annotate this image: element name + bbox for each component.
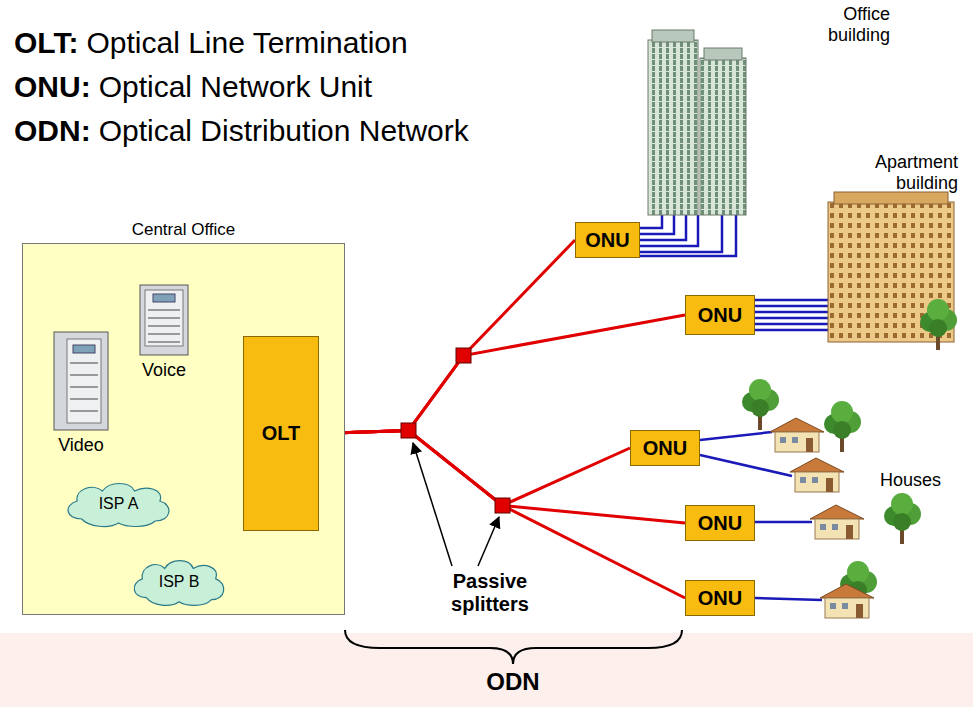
optical-unit-box: ONU — [685, 580, 755, 616]
server-slot — [148, 333, 180, 335]
optical-unit-box: ONU — [685, 295, 755, 335]
drop-wire — [640, 215, 722, 252]
brace-label: ODN — [463, 668, 563, 696]
server-slot — [70, 410, 98, 412]
drop-wire — [700, 432, 772, 440]
drop-wire — [755, 521, 812, 524]
fiber-line — [319, 315, 685, 434]
drop-wire — [755, 317, 828, 320]
node-label: ONU — [698, 512, 742, 535]
term-abbreviation: ODN: — [14, 114, 91, 149]
optical-unit-box: ONU — [575, 222, 640, 258]
optical-unit-box: OLT — [243, 336, 319, 531]
server-slot — [70, 374, 98, 376]
tree — [742, 379, 779, 430]
office-building-figure — [648, 30, 746, 215]
tree — [824, 401, 861, 452]
server-display — [153, 294, 175, 302]
fiber-line — [319, 431, 630, 506]
server-slot — [148, 325, 180, 327]
drop-wires — [640, 215, 828, 600]
server-slot — [148, 309, 180, 311]
server-front — [145, 290, 183, 346]
ground-band — [0, 633, 973, 707]
tree — [920, 299, 957, 350]
optical-unit-box: ONU — [630, 430, 700, 466]
server-case — [140, 285, 188, 355]
server-slot — [70, 398, 98, 400]
node-label: ISP B — [159, 573, 200, 591]
splitter — [401, 423, 416, 438]
tree — [884, 493, 921, 544]
node-label: ONU — [643, 437, 687, 460]
drop-wire — [755, 305, 828, 308]
drop-wire — [640, 215, 686, 240]
drop-wire — [640, 215, 674, 234]
tower — [700, 58, 746, 215]
drop-wire — [640, 215, 662, 228]
tower-top — [652, 30, 694, 42]
brace — [345, 630, 682, 664]
server-front — [67, 339, 101, 423]
house — [770, 418, 824, 452]
server-display — [73, 345, 95, 353]
apartment-roof — [834, 192, 948, 204]
drop-wire — [755, 329, 828, 332]
server-slot — [148, 317, 180, 319]
splitter — [456, 348, 471, 363]
node-label: ONU — [698, 587, 742, 610]
video-server: Video — [49, 331, 113, 456]
term-definition: Optical Line Termination — [86, 26, 407, 61]
node-label: Voice — [134, 360, 194, 381]
server-icon — [53, 331, 109, 431]
term-abbreviation: OLT: — [14, 26, 78, 61]
building-label: Office building — [800, 4, 890, 45]
callout-label: Passive splitters — [420, 570, 560, 616]
isp-cloud: ISP A — [61, 479, 176, 529]
drop-wire — [755, 311, 828, 314]
server-slot — [148, 341, 180, 343]
tower-top — [704, 48, 742, 60]
drop-wire — [640, 215, 698, 246]
node-label: OLT — [262, 422, 301, 445]
server-icon — [139, 284, 189, 356]
optical-unit-box: ONU — [685, 505, 755, 541]
fiber-line — [319, 240, 575, 434]
house — [810, 505, 864, 539]
term-definition: Optical Distribution Network — [99, 114, 469, 149]
houses-figure — [742, 379, 921, 618]
node-label: ISP A — [99, 495, 139, 513]
apartment-building-figure — [828, 192, 957, 350]
drop-wire — [755, 598, 822, 600]
drop-wire — [640, 215, 736, 256]
leader-arrow — [478, 517, 499, 566]
central-office-box: Central OfficeVoiceVideoISP AISP BOLT — [22, 243, 345, 615]
voice-server: Voice — [134, 284, 194, 381]
building-label: Apartment building — [858, 152, 958, 193]
node-label: ONU — [585, 229, 629, 252]
cloud-shape — [68, 484, 169, 527]
building-label: Houses — [880, 470, 941, 491]
server-slot — [70, 362, 98, 364]
box-heading: Central Office — [23, 220, 344, 240]
server-case — [54, 332, 108, 430]
house — [790, 458, 844, 492]
isp-cloud: ISP B — [128, 556, 230, 608]
drop-wire — [755, 299, 828, 302]
house — [820, 584, 874, 618]
drop-wire — [700, 455, 792, 476]
node-label: ONU — [698, 304, 742, 327]
cloud-shape — [134, 561, 224, 606]
tower — [648, 40, 698, 215]
server-slot — [70, 386, 98, 388]
splitter — [495, 498, 510, 513]
term-definition: Optical Network Unit — [99, 70, 372, 105]
term-abbreviation: ONU: — [14, 70, 91, 105]
node-label: Video — [49, 435, 113, 456]
drop-wire — [755, 323, 828, 326]
